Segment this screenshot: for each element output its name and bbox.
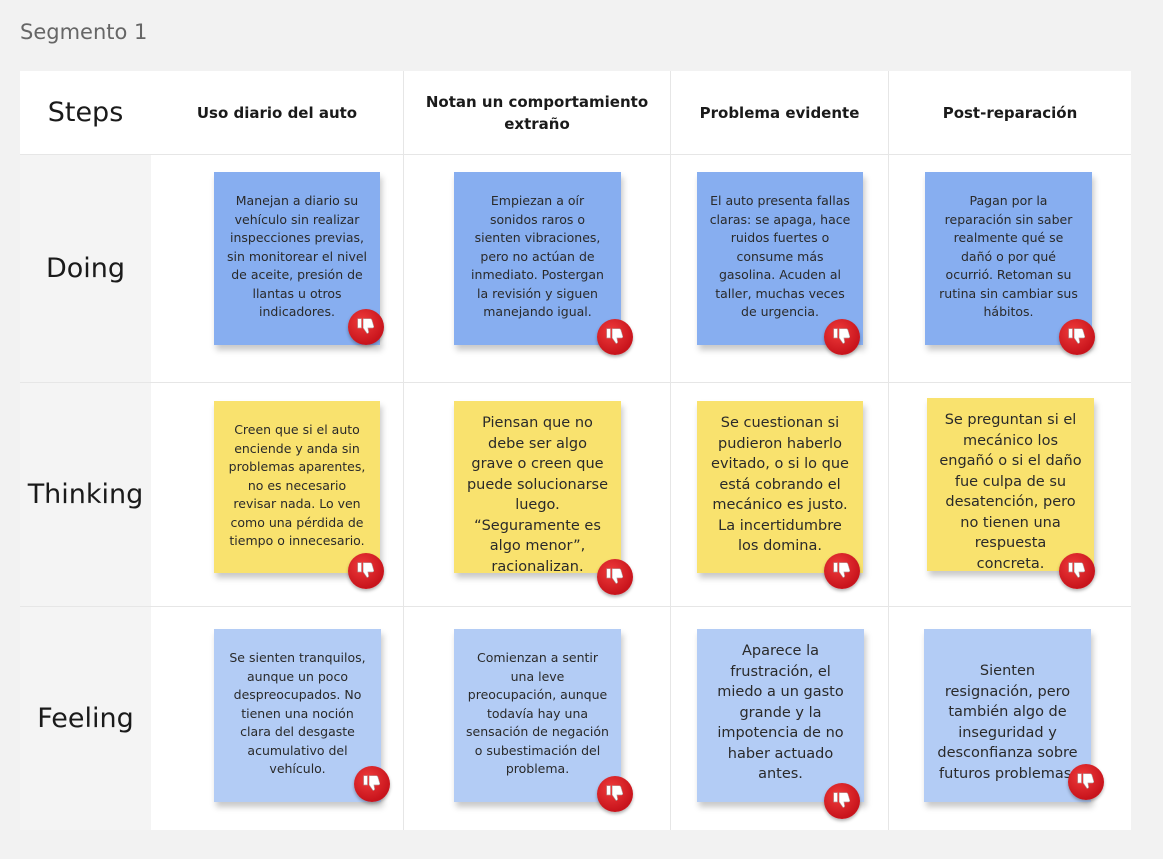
thumbs-down-icon[interactable]: [597, 319, 633, 355]
sticky-note-text: Creen que si el auto enciende y anda sin…: [228, 422, 366, 548]
sticky-note-thinking-4[interactable]: Se preguntan si el mecánico los engañó o…: [927, 398, 1094, 572]
customer-journey-board: Steps Uso diario del auto Notan un compo…: [20, 71, 1131, 830]
sticky-note-feeling-3[interactable]: Aparece la frustración, el miedo a un ga…: [697, 629, 864, 802]
thumbs-down-icon[interactable]: [354, 766, 390, 802]
thumbs-down-icon[interactable]: [824, 553, 860, 589]
sticky-note-text: El auto presenta fallas claras: se apaga…: [709, 193, 851, 319]
steps-label: Steps: [20, 71, 151, 154]
thumbs-down-icon[interactable]: [824, 319, 860, 355]
sticky-note-text: Se preguntan si el mecánico los engañó o…: [939, 412, 1082, 572]
sticky-note-text: Aparece la frustración, el miedo a un ga…: [717, 643, 844, 782]
sticky-note-feeling-2[interactable]: Comienzan a sentir una leve preocupación…: [454, 629, 621, 802]
column-header-problema-evidente: Problema evidente: [671, 71, 888, 154]
frame-title: Segmento 1: [20, 20, 148, 44]
column-header-post-reparacion: Post-reparación: [889, 71, 1131, 154]
row-label-doing: Doing: [20, 155, 151, 382]
sticky-note-text: Piensan que no debe ser algo grave o cre…: [466, 415, 609, 575]
sticky-note-thinking-1[interactable]: Creen que si el auto enciende y anda sin…: [214, 401, 380, 573]
sticky-note-text: Empiezan a oír sonidos raros o sienten v…: [471, 193, 604, 319]
sticky-note-thinking-2[interactable]: Piensan que no debe ser algo grave o cre…: [454, 401, 621, 575]
row-label-feeling: Feeling: [20, 607, 151, 830]
sticky-note-feeling-4[interactable]: Sienten resignación, pero también algo d…: [924, 629, 1091, 802]
sticky-note-doing-2[interactable]: Empiezan a oír sonidos raros o sienten v…: [454, 172, 621, 345]
sticky-note-doing-1[interactable]: Manejan a diario su vehículo sin realiza…: [214, 172, 380, 345]
thumbs-down-icon[interactable]: [824, 783, 860, 819]
thumbs-down-icon[interactable]: [348, 553, 384, 589]
thumbs-down-icon[interactable]: [1059, 553, 1095, 589]
sticky-note-text: Se sienten tranquilos, aunque un poco de…: [229, 650, 366, 776]
thumbs-down-icon[interactable]: [1059, 319, 1095, 355]
thumbs-down-icon[interactable]: [348, 309, 384, 345]
sticky-note-text: Manejan a diario su vehículo sin realiza…: [226, 193, 368, 319]
sticky-note-thinking-3[interactable]: Se cuestionan si pudieron haberlo evitad…: [697, 401, 863, 573]
sticky-note-text: Pagan por la reparación sin saber realme…: [939, 193, 1078, 319]
row-label-thinking: Thinking: [20, 383, 151, 606]
column-header-uso-diario: Uso diario del auto: [151, 71, 403, 154]
thumbs-down-icon[interactable]: [597, 559, 633, 595]
sticky-note-text: Comienzan a sentir una leve preocupación…: [466, 650, 609, 776]
thumbs-down-icon[interactable]: [1068, 764, 1104, 800]
thumbs-down-icon[interactable]: [597, 776, 633, 812]
sticky-note-doing-3[interactable]: El auto presenta fallas claras: se apaga…: [697, 172, 863, 345]
sticky-note-text: Se cuestionan si pudieron haberlo evitad…: [711, 415, 849, 554]
column-header-comportamiento-extrano: Notan un comportamiento extraño: [404, 71, 670, 154]
sticky-note-text: Sienten resignación, pero también algo d…: [937, 663, 1078, 782]
sticky-note-doing-4[interactable]: Pagan por la reparación sin saber realme…: [925, 172, 1092, 345]
sticky-note-feeling-1[interactable]: Se sienten tranquilos, aunque un poco de…: [214, 629, 381, 802]
